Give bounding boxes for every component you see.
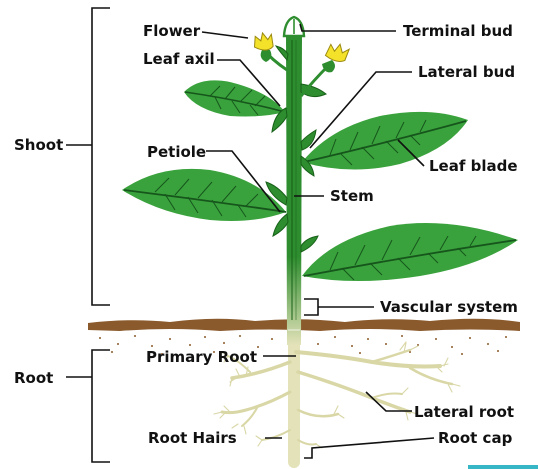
label-terminal-bud: Terminal bud (403, 22, 513, 40)
label-vascular-system: Vascular system (380, 298, 518, 316)
label-root-cap: Root cap (438, 429, 513, 447)
label-petiole: Petiole (147, 143, 206, 161)
leaf-lower-right (302, 223, 518, 281)
label-leaf-axil: Leaf axil (143, 50, 215, 68)
accent-strip (468, 465, 538, 469)
label-root-hairs: Root Hairs (148, 429, 237, 447)
root-bracket (66, 350, 110, 462)
flower-right (301, 42, 350, 96)
label-root: Root (14, 369, 53, 387)
label-lateral-root: Lateral root (414, 403, 514, 421)
label-shoot: Shoot (14, 136, 63, 154)
label-lateral-bud: Lateral bud (418, 63, 515, 81)
leaf-mid-left (122, 169, 286, 221)
shoot-bracket (66, 8, 110, 305)
label-primary-root: Primary Root (146, 348, 257, 366)
leaf-upper-left (184, 80, 285, 116)
label-stem: Stem (330, 187, 374, 205)
label-flower: Flower (143, 22, 201, 40)
stem (284, 17, 304, 345)
label-leaf-blade: Leaf blade (429, 157, 518, 175)
